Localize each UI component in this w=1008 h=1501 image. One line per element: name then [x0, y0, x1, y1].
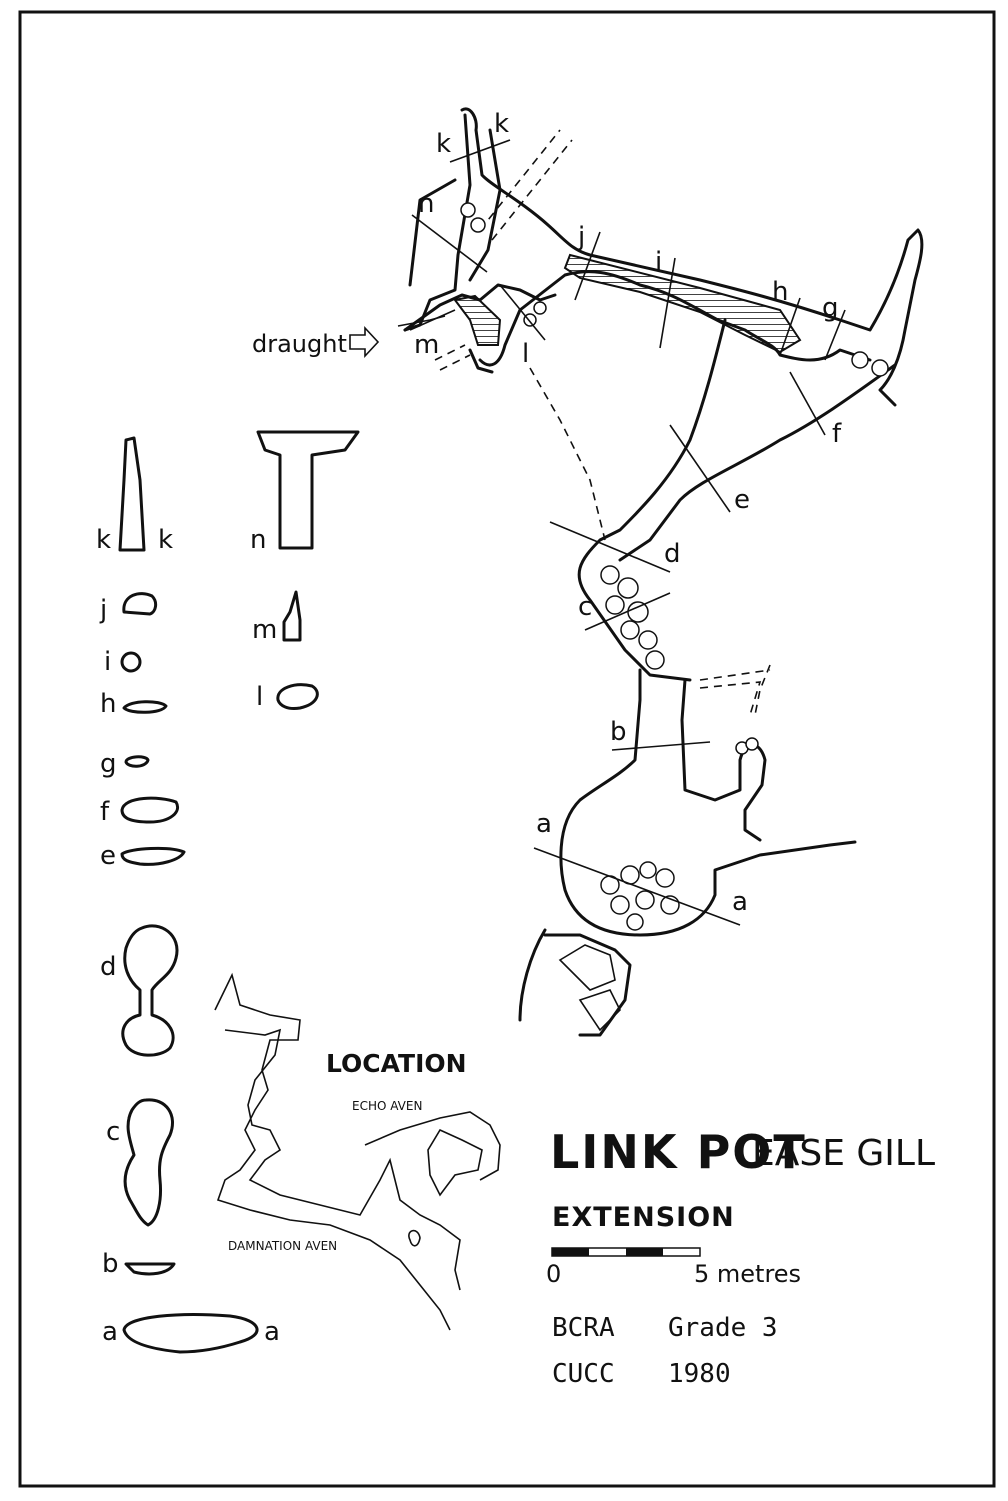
plan-label-k2: k — [494, 109, 509, 139]
plan-label-n: n — [418, 189, 434, 219]
plan-label-f: f — [832, 419, 842, 449]
xsec-label-k2: k — [158, 525, 173, 555]
location-heading: LOCATION — [326, 1049, 467, 1078]
grade-value: Grade 3 — [668, 1313, 778, 1343]
echo-aven-label: ECHO AVEN — [352, 1099, 422, 1113]
club-label: CUCC — [552, 1359, 615, 1389]
plan-label-i: i — [655, 247, 662, 277]
xsec-label-d: d — [100, 952, 117, 982]
xsec-label-n: n — [250, 525, 266, 555]
grade-label: BCRA — [552, 1313, 615, 1343]
cross-sections: k k n j m i l h g f e d c b — [96, 430, 360, 1354]
plan-label-l: l — [522, 339, 529, 369]
plan-label-g: g — [822, 293, 839, 323]
plan-label-d: d — [664, 539, 681, 569]
plan-label-a2: a — [732, 887, 748, 917]
section-lines — [409, 139, 846, 926]
cave-name: LINK POT — [550, 1125, 807, 1179]
extension-label: EXTENSION — [552, 1202, 735, 1233]
xsec-label-a2: a — [264, 1317, 280, 1347]
plan-label-a: a — [536, 809, 552, 839]
xsec-label-m: m — [252, 615, 277, 645]
survey-year: 1980 — [668, 1359, 731, 1389]
xsec-label-c: c — [106, 1117, 120, 1147]
page-border — [18, 10, 996, 1488]
xsec-label-e: e — [100, 841, 116, 871]
cave-plan — [349, 107, 924, 1037]
xsec-label-b: b — [102, 1249, 119, 1279]
plan-section-labels: a a b c d e f g h i j k k l m n draught — [252, 109, 842, 917]
place-name: EASE GILL — [752, 1133, 935, 1174]
xsec-label-l: l — [256, 682, 263, 712]
draught-label: draught — [252, 330, 347, 358]
scale-start: 0 — [546, 1260, 561, 1288]
plan-label-k: k — [436, 129, 451, 159]
xsec-label-k: k — [96, 525, 111, 555]
scale-end: 5 metres — [694, 1260, 801, 1288]
xsec-label-j: j — [99, 595, 107, 625]
location-inset: LOCATION ECHO AVEN DAMNATION AVEN — [214, 972, 501, 1331]
plan-label-c: c — [578, 592, 592, 622]
title-block: LINK POT EASE GILL EXTENSION 0 5 metres … — [546, 1125, 935, 1389]
plan-label-e: e — [734, 485, 750, 515]
damnation-aven-label: DAMNATION AVEN — [228, 1239, 337, 1253]
xsec-label-f: f — [100, 797, 110, 827]
boulders — [460, 202, 889, 931]
xsec-label-i: i — [104, 647, 111, 677]
plan-label-m: m — [414, 330, 439, 360]
plan-label-j: j — [577, 222, 585, 252]
plan-label-h: h — [772, 277, 788, 307]
scale-bar — [551, 1247, 701, 1257]
plan-label-b: b — [610, 717, 627, 747]
xsec-label-g: g — [100, 749, 117, 779]
xsec-label-h: h — [100, 689, 116, 719]
xsec-label-a: a — [102, 1317, 118, 1347]
